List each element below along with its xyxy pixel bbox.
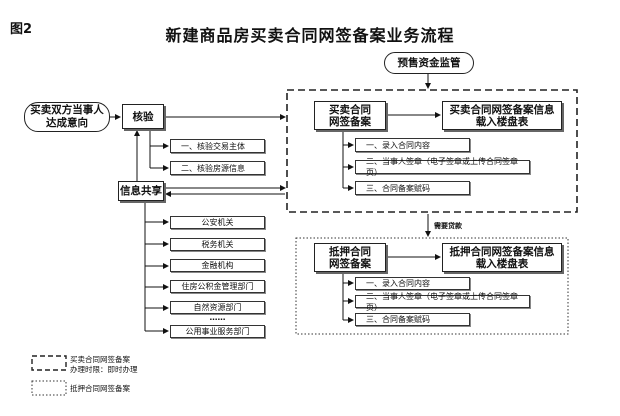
share-item-natural-resources: 自然资源部门	[170, 301, 265, 314]
sale-region-dashed	[286, 89, 578, 213]
legend-dashed-time: 办理时限：即时办理	[70, 365, 138, 374]
mortgage-step-2: 二、当事人签章（电子签章或上传合同签章页）	[355, 292, 530, 312]
verify-subject-item: 一、核验交易主体	[170, 139, 265, 153]
legend-dotted-label: 抵押合同网签备案	[70, 384, 130, 393]
share-item-housing-fund: 住房公积金管理部门	[170, 280, 265, 293]
presale-supervision-node: 预售资金监管	[384, 52, 474, 74]
share-item-finance: 金融机构	[170, 259, 265, 272]
legend-dashed-label: 买卖合同网签备案	[70, 355, 130, 364]
info-share-node: 信息共享	[118, 181, 164, 201]
mortgage-contract-node: 抵押合同 网签备案	[314, 243, 386, 272]
mortgage-upload-node: 抵押合同网签备案信息 载入楼盘表	[442, 243, 562, 272]
page-title: 新建商品房买卖合同网签备案业务流程	[165, 26, 455, 45]
share-item-police: 公安机关	[170, 216, 265, 229]
sale-step-2: 二、当事人签章（电子签章或上传合同签章页）	[355, 157, 530, 177]
sale-step-3: 三、合同备案赋码	[355, 181, 470, 195]
share-item-ellipsis: ……	[209, 313, 226, 322]
mortgage-step-1: 一、录入合同内容	[355, 277, 470, 290]
sale-contract-node: 买卖合同 网签备案	[314, 101, 386, 130]
share-item-public-utilities: 公用事业服务部门	[170, 325, 265, 338]
sale-step-1: 一、录入合同内容	[355, 138, 470, 152]
mortgage-region-dotted	[295, 237, 569, 335]
share-item-tax: 税务机关	[170, 238, 265, 251]
verify-node: 核验	[122, 104, 164, 129]
verify-property-item: 二、核验房源信息	[170, 161, 265, 175]
parties-intent-node: 买卖双方当事人 达成意向	[24, 102, 110, 132]
figure-label: 图2	[10, 22, 33, 37]
sale-upload-node: 买卖合同网签备案信息 载入楼盘表	[442, 101, 562, 130]
mortgage-step-3: 三、合同备案赋码	[355, 313, 470, 326]
loan-note: 需要贷款	[434, 222, 462, 230]
